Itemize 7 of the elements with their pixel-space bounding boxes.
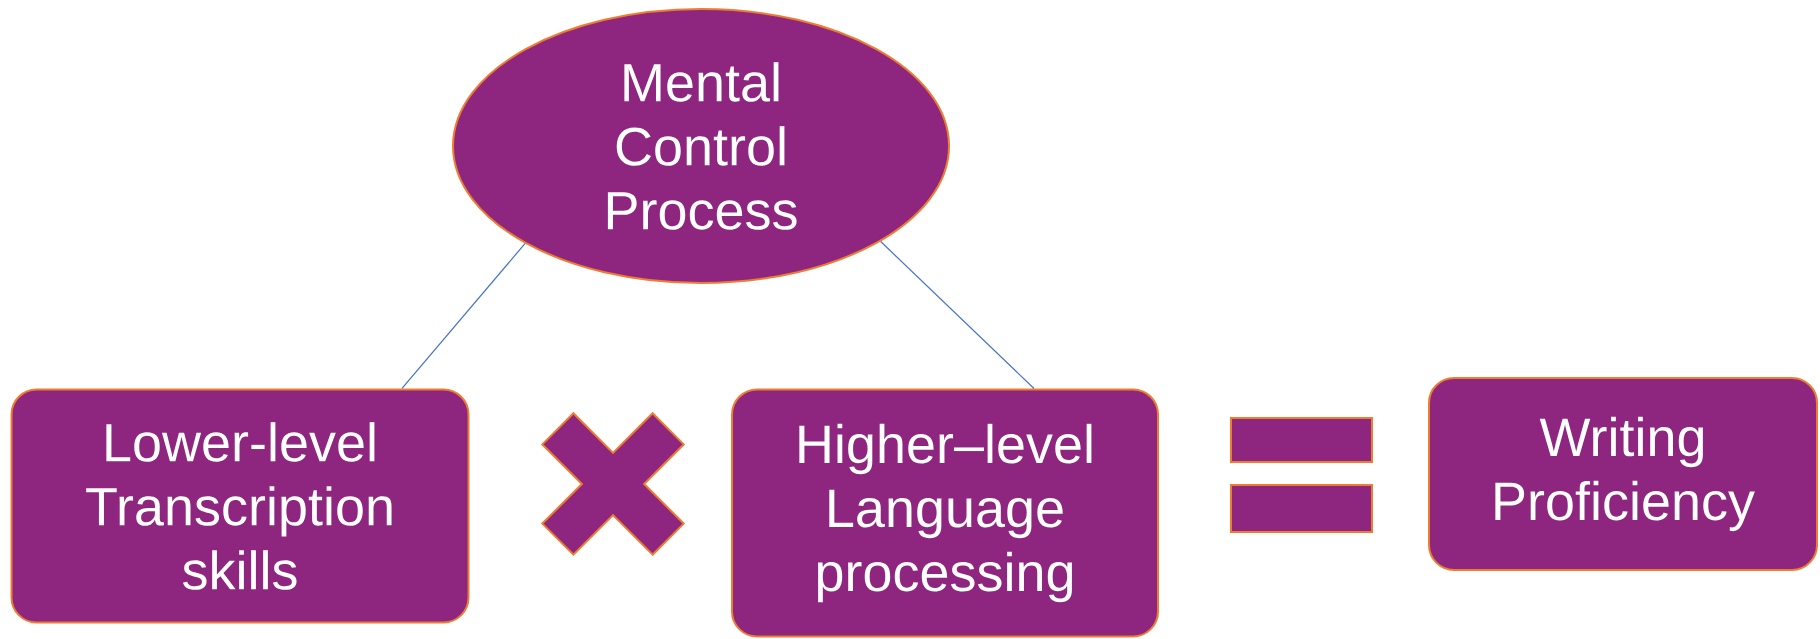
equals-sign	[1230, 417, 1373, 533]
process-box: Lower-level Transcription skills	[10, 388, 470, 624]
process-box: Writing Proficiency	[1428, 377, 1818, 571]
multiplication-sign	[540, 411, 686, 557]
process-box: Higher–level Language processing	[731, 388, 1159, 638]
connector-line	[880, 240, 1035, 390]
connector-line	[401, 243, 526, 390]
